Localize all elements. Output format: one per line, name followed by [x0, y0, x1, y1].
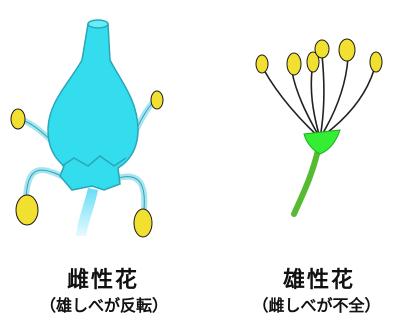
anther [370, 52, 382, 72]
female-flower-stalk [76, 188, 98, 236]
female-flower [11, 20, 163, 237]
male-flower-title: 雄性花 [244, 262, 394, 294]
male-flower-stalk [294, 150, 318, 214]
male-flower-filaments [264, 55, 374, 138]
anther [134, 209, 152, 237]
pistil [48, 24, 138, 190]
stamen-filament-right-lower [118, 177, 144, 210]
male-flower-receptacle [304, 130, 340, 154]
pistil-stigma [88, 20, 108, 28]
anther [11, 109, 25, 129]
male-flower-subtitle: （雌しべが不全） [214, 292, 419, 316]
anther [287, 53, 301, 75]
female-flower-title: 雌性花 [28, 262, 178, 294]
anther [256, 55, 268, 73]
anthers-male [256, 39, 382, 75]
anther [315, 40, 329, 58]
female-flower-subtitle: （雄しべが反転） [4, 292, 204, 316]
anther [151, 91, 163, 109]
anther [16, 195, 38, 225]
male-flower [256, 39, 382, 214]
anther [339, 39, 355, 61]
